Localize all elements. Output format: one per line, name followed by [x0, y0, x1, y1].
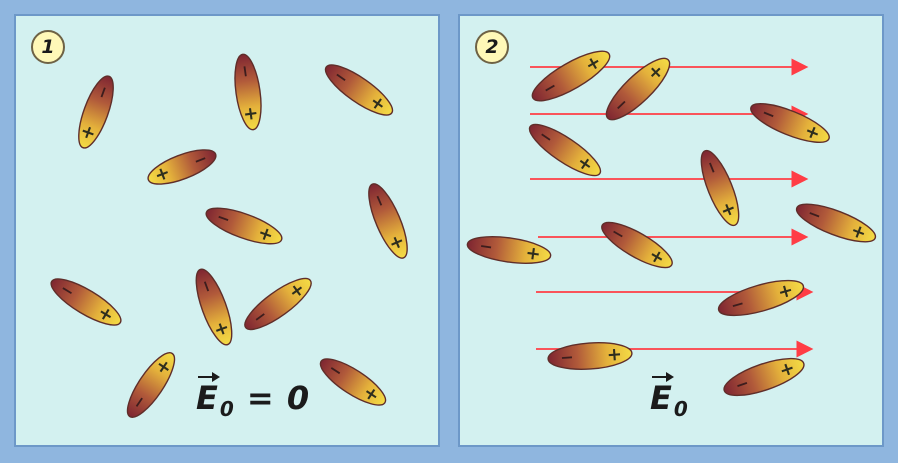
negative-charge-sign: −	[478, 236, 494, 257]
dipole-body	[795, 203, 877, 243]
dipole-body	[466, 236, 552, 264]
dipole-body	[126, 352, 176, 418]
polar-molecule-dipole: −+	[368, 183, 409, 259]
dipole-body	[700, 149, 740, 227]
field-vector-symbol: E	[650, 371, 674, 417]
positive-charge-sign: +	[209, 318, 234, 339]
polar-molecule-dipole: −+	[547, 342, 633, 370]
positive-charge-sign: +	[524, 242, 542, 265]
polar-molecule-dipole: −+	[234, 53, 262, 131]
negative-charge-sign: −	[191, 149, 210, 172]
dipole-body	[601, 221, 673, 269]
dipole-body	[147, 149, 217, 185]
positive-charge-sign: +	[716, 199, 741, 221]
negative-charge-sign: −	[701, 158, 724, 178]
negative-charge-sign: −	[235, 63, 256, 79]
negative-charge-sign: −	[733, 373, 752, 395]
positive-charge-sign: +	[801, 120, 823, 145]
polar-molecule-dipole: −+	[195, 268, 234, 346]
polar-molecule-dipole: −+	[700, 149, 741, 227]
dipole-layer-no-field: −+−+−+−+−+−+−+−+−+−+−+	[50, 53, 409, 418]
dipole-body	[368, 183, 408, 259]
dipole-body	[205, 207, 283, 245]
polar-molecule-dipole: −+	[50, 278, 122, 327]
polar-molecule-dipole: −+	[244, 277, 312, 331]
positive-charge-sign: +	[152, 162, 174, 187]
dipole-body	[531, 50, 611, 102]
polar-molecule-dipole: −+	[717, 279, 805, 317]
negative-charge-sign: −	[729, 293, 747, 315]
field-vector-symbol: E	[196, 371, 220, 417]
dipole-body	[195, 268, 233, 346]
dipole-layer-with-field: −+−+−+−+−+−+−+−+−+−+−+	[466, 50, 877, 397]
positive-charge-sign: +	[255, 222, 276, 247]
polar-molecule-dipole: −+	[76, 75, 115, 149]
positive-charge-sign: +	[777, 357, 798, 382]
field-vector-label: E0	[650, 371, 689, 421]
positive-charge-sign: +	[384, 232, 409, 254]
positive-charge-sign: +	[848, 220, 870, 245]
negative-charge-sign: −	[560, 347, 575, 367]
negative-charge-sign: −	[214, 207, 233, 229]
dipole-body	[605, 57, 671, 121]
dipole-body	[547, 342, 633, 370]
polar-molecule-dipole: −+	[147, 149, 217, 187]
polar-molecule-dipole: −+	[319, 358, 387, 407]
field-equation: E0 = 0	[196, 371, 311, 421]
dipole-body	[324, 64, 394, 116]
panel-number-badge: 2	[475, 30, 509, 64]
field-subscript: 0	[219, 397, 235, 421]
polar-molecule-dipole: −+	[466, 236, 552, 265]
polar-molecule-dipole: −+	[528, 123, 602, 177]
polar-molecule-dipole: −+	[324, 64, 394, 117]
dipole-body	[244, 277, 312, 331]
polar-molecule-dipole: −+	[531, 50, 611, 102]
negative-charge-sign: −	[759, 103, 779, 126]
positive-charge-sign: +	[606, 344, 623, 366]
field-value: = 0	[234, 378, 311, 417]
polar-molecule-dipole: −+	[205, 207, 283, 247]
polar-molecule-dipole: −+	[605, 57, 671, 121]
dipole-body	[78, 75, 114, 149]
panel-number-badge: 1	[31, 30, 65, 64]
polar-molecule-dipole: −+	[795, 203, 877, 245]
dipole-body	[319, 358, 387, 406]
negative-charge-sign: −	[92, 83, 114, 102]
polar-molecule-dipole: −+	[723, 357, 805, 397]
panel-with-field: 2 −+−+−+−+−+−+−+−+−+−+−+ E0	[458, 14, 884, 447]
negative-charge-sign: −	[196, 277, 218, 296]
negative-charge-sign: −	[805, 203, 824, 226]
dipole-body	[50, 278, 122, 326]
dipole-body	[234, 53, 262, 131]
positive-charge-sign: +	[776, 279, 796, 303]
field-subscript: 0	[673, 397, 689, 421]
dipole-body	[723, 357, 805, 397]
dipole-body	[717, 279, 805, 317]
polar-molecule-dipole: −+	[601, 221, 673, 270]
dipole-body	[528, 123, 602, 177]
positive-charge-sign: +	[239, 105, 262, 123]
panel-no-field: 1 −+−+−+−+−+−+−+−+−+−+−+ E0 = 0	[14, 14, 440, 447]
dipole-body	[750, 103, 830, 143]
polar-molecule-dipole: −+	[750, 103, 830, 145]
positive-charge-sign: +	[76, 122, 101, 143]
polar-molecule-dipole: −+	[126, 352, 177, 418]
